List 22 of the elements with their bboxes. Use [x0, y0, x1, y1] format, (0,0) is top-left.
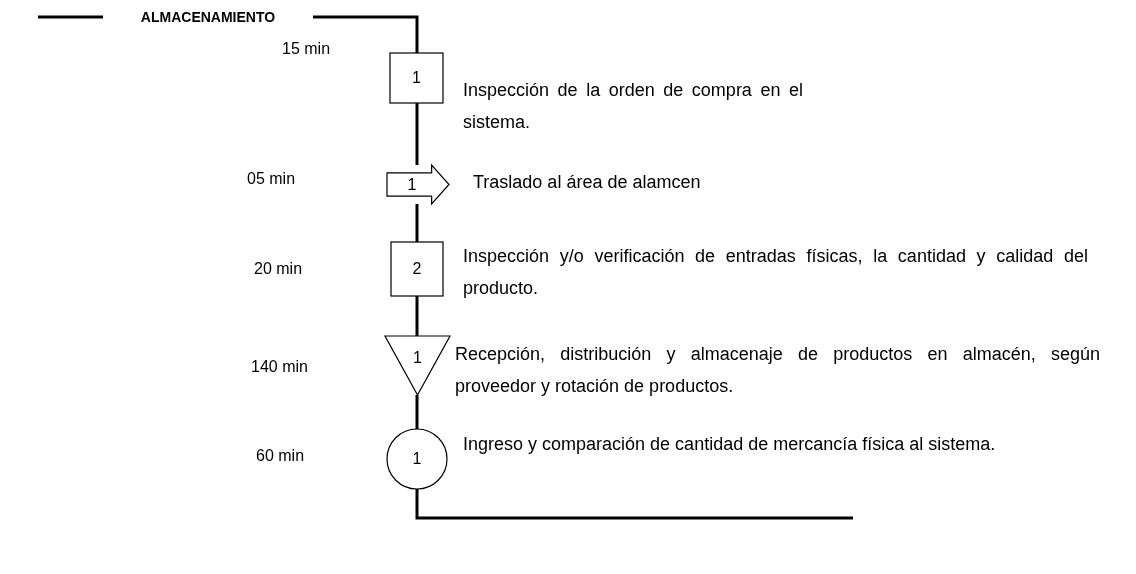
flow-line — [313, 15, 419, 53]
flow-line — [415, 296, 419, 336]
duration-label: 15 min — [282, 40, 331, 58]
flow-line — [415, 395, 419, 429]
flow-line — [415, 103, 419, 165]
step-description: Traslado al área de alamcen — [473, 171, 702, 194]
inspection-box: 1 — [390, 53, 443, 103]
flow-line — [415, 204, 419, 242]
step-description: Ingreso y comparación de cantidad de mercancía física al sistema. — [463, 433, 997, 456]
duration-label: 05 min — [247, 170, 296, 188]
operation-circle: 1 — [387, 429, 447, 489]
transport-arrow: 1 — [387, 165, 449, 204]
section-title: ALMACENAMIENTO — [103, 8, 313, 26]
flow-line — [415, 489, 853, 520]
storage-triangle: 1 — [385, 336, 450, 395]
duration-label: 60 min — [256, 447, 305, 465]
duration-label: 140 min — [251, 358, 308, 376]
duration-label: 20 min — [254, 260, 303, 278]
inspection-box: 2 — [391, 242, 443, 296]
step-description: Recepción, distribución y almacenaje de productos en almacén, según proveedor y rotación de productos. — [455, 343, 1100, 399]
step-description: Inspección de la orden de compra en el sistema. — [463, 79, 803, 135]
step-description: Inspección y/o verificación de entradas físicas, la cantidad y calidad del producto. — [463, 245, 1088, 301]
